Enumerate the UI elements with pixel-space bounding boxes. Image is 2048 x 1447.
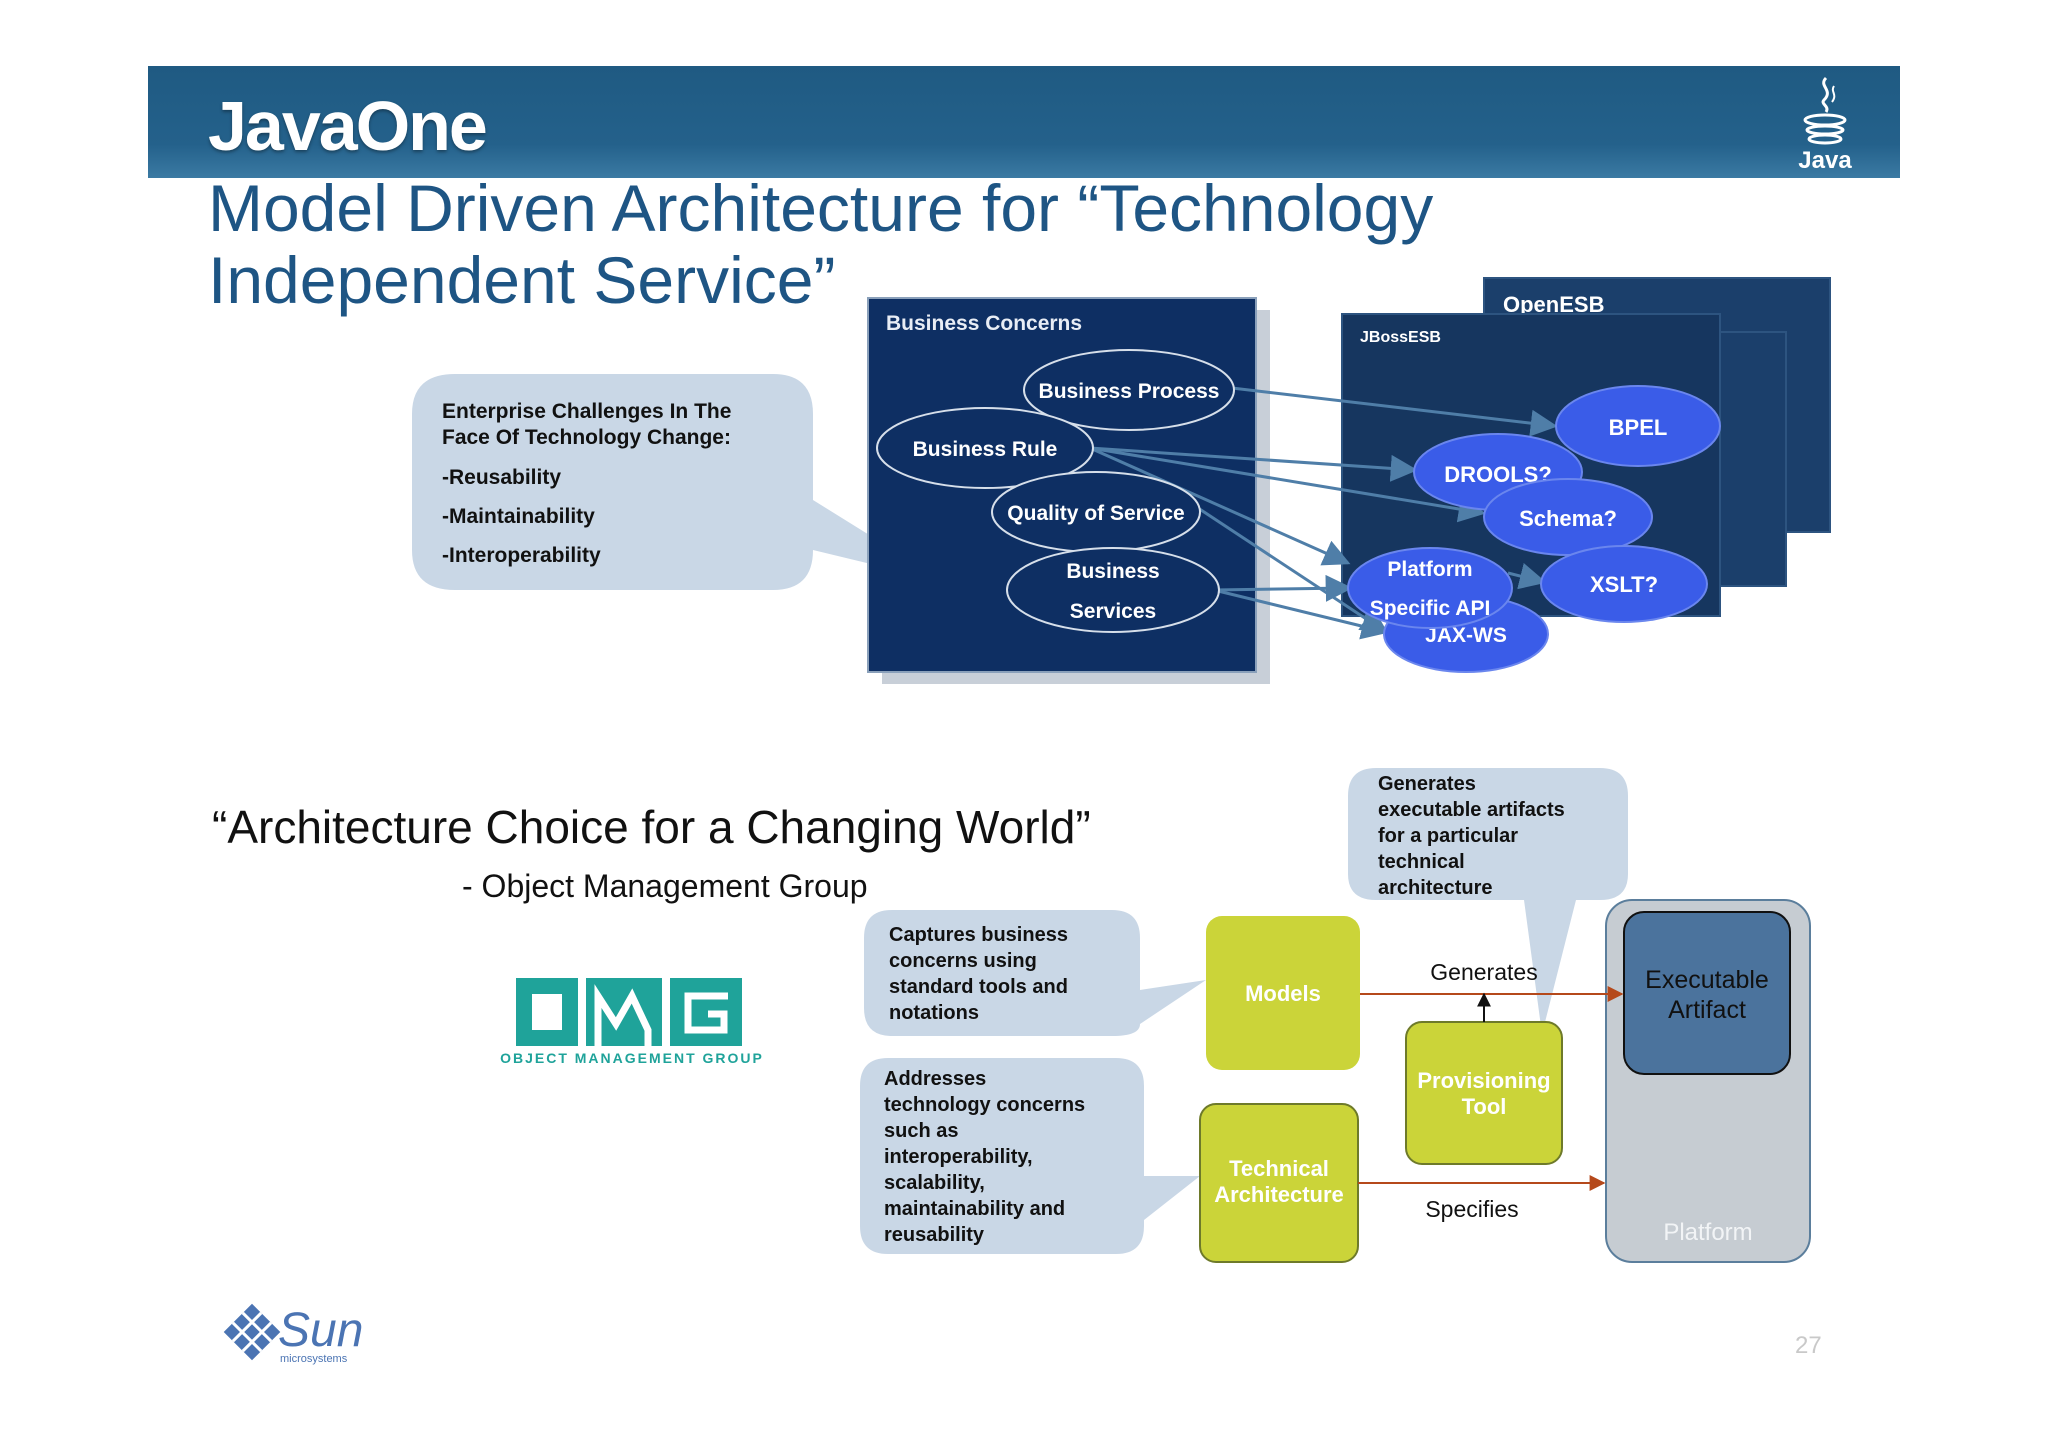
challenges-heading-line1: Enterprise Challenges In The <box>442 400 731 423</box>
addresses-callout-line2: technology concerns <box>884 1094 1085 1116</box>
generates-callout: Generates executable artifacts for a par… <box>1348 768 1628 1034</box>
executable-artifact-line2: Artifact <box>1668 996 1746 1024</box>
executable-artifact-box: Executable Artifact <box>1623 911 1791 1075</box>
platform-api-label-line1: Platform <box>1387 558 1472 581</box>
node-business-process: Business Process <box>1023 349 1235 431</box>
captures-callout-line4: notations <box>889 1002 979 1024</box>
technical-architecture-box: Technical Architecture <box>1199 1103 1359 1263</box>
models-label: Models <box>1245 981 1321 1006</box>
addresses-callout-line1: Addresses <box>884 1068 986 1090</box>
sun-logo-name: Sun <box>278 1304 363 1357</box>
jaxws-label: JAX-WS <box>1425 624 1507 647</box>
executable-artifact-line1: Executable <box>1645 966 1769 994</box>
captures-callout-line2: concerns using <box>889 950 1037 972</box>
captures-callout-line3: standard tools and <box>889 976 1068 998</box>
generates-callout-line1: Generates <box>1378 773 1476 795</box>
platform-label: Platform <box>1663 1219 1752 1246</box>
provisioning-tool-line1: Provisioning <box>1417 1068 1550 1093</box>
mapping-arrows <box>1089 386 1558 640</box>
business-concerns-title: Business Concerns <box>886 312 1082 335</box>
node-business-rule: Business Rule <box>876 407 1094 489</box>
generates-callout-line5: architecture <box>1378 877 1493 899</box>
business-process-label: Business Process <box>1039 380 1220 403</box>
omg-logo-subtitle: OBJECT MANAGEMENT GROUP <box>500 1050 764 1066</box>
slide-title: Model Driven Architecture for “Technolog… <box>208 172 1608 316</box>
addresses-callout-line6: maintainability and <box>884 1198 1065 1220</box>
sun-logo: Sun microsystems <box>223 1303 363 1365</box>
quality-of-service-label: Quality of Service <box>1007 502 1184 525</box>
addresses-callout-line4: interoperability, <box>884 1146 1033 1168</box>
node-platform-specific-api: Platform Specific API <box>1347 547 1513 629</box>
javaone-logo: JavaOne <box>208 87 488 165</box>
generates-callout-line2: executable artifacts <box>1378 799 1565 821</box>
challenge-maintainability: -Maintainability <box>442 505 595 528</box>
provisioning-tool-line2: Tool <box>1462 1094 1507 1119</box>
node-bpel: BPEL <box>1555 385 1721 467</box>
slide-title-line1: Model Driven Architecture for “Technolog… <box>208 171 1434 245</box>
xslt-label: XSLT? <box>1590 572 1658 597</box>
omg-quote-attribution: - Object Management Group <box>462 868 868 904</box>
generates-callout-line4: technical <box>1378 851 1465 873</box>
slide-title-line2: Independent Service” <box>208 243 836 317</box>
flow-arrows: Generates Specifies <box>1358 959 1624 1222</box>
challenges-heading-line2: Face Of Technology Change: <box>442 426 731 449</box>
java-cup-icon: Java <box>1798 76 1852 172</box>
node-business-services: Business Services <box>1006 547 1220 633</box>
openesb-label: OpenESB <box>1503 292 1604 317</box>
schema-label: Schema? <box>1519 506 1617 531</box>
addresses-callout-line3: such as <box>884 1120 958 1142</box>
provisioning-tool-box: Provisioning Tool <box>1405 1021 1563 1165</box>
sun-logo-subtitle: microsystems <box>280 1353 348 1365</box>
specifies-label: Specifies <box>1425 1196 1518 1222</box>
business-services-label-line1: Business <box>1066 560 1159 583</box>
platform-api-label-line2: Specific API <box>1370 597 1491 620</box>
generates-label: Generates <box>1430 959 1537 985</box>
node-schema: Schema? <box>1483 478 1653 556</box>
business-services-label-line2: Services <box>1070 600 1156 623</box>
addresses-callout-line7: reusability <box>884 1224 985 1246</box>
models-box: Models <box>1206 916 1360 1070</box>
challenges-callout: Enterprise Challenges In The Face Of Tec… <box>412 374 945 590</box>
esb-stack-layer <box>1719 331 1787 587</box>
business-rule-label: Business Rule <box>913 438 1058 461</box>
captures-callout-line1: Captures business <box>889 924 1068 946</box>
addresses-callout-line5: scalability, <box>884 1172 985 1194</box>
addresses-callout: Addresses technology concerns such as in… <box>860 1058 1200 1254</box>
captures-callout: Captures business concerns using standar… <box>864 910 1206 1036</box>
challenge-interoperability: -Interoperability <box>442 544 601 567</box>
technical-architecture-line2: Architecture <box>1214 1182 1344 1207</box>
technical-architecture-line1: Technical <box>1229 1156 1329 1181</box>
header-bar <box>148 66 1900 178</box>
generates-callout-line3: for a particular <box>1378 825 1518 847</box>
omg-quote: “Architecture Choice for a Changing Worl… <box>212 801 1091 853</box>
omg-logo: OBJECT MANAGEMENT GROUP <box>500 978 764 1066</box>
node-quality-of-service: Quality of Service <box>991 471 1201 553</box>
page-number: 27 <box>1795 1332 1822 1359</box>
challenge-reusability: -Reusability <box>442 466 561 489</box>
bpel-label: BPEL <box>1609 415 1668 440</box>
java-logo-text: Java <box>1798 147 1852 172</box>
jbossesb-label: JBossESB <box>1360 329 1441 346</box>
node-xslt: XSLT? <box>1540 545 1708 623</box>
